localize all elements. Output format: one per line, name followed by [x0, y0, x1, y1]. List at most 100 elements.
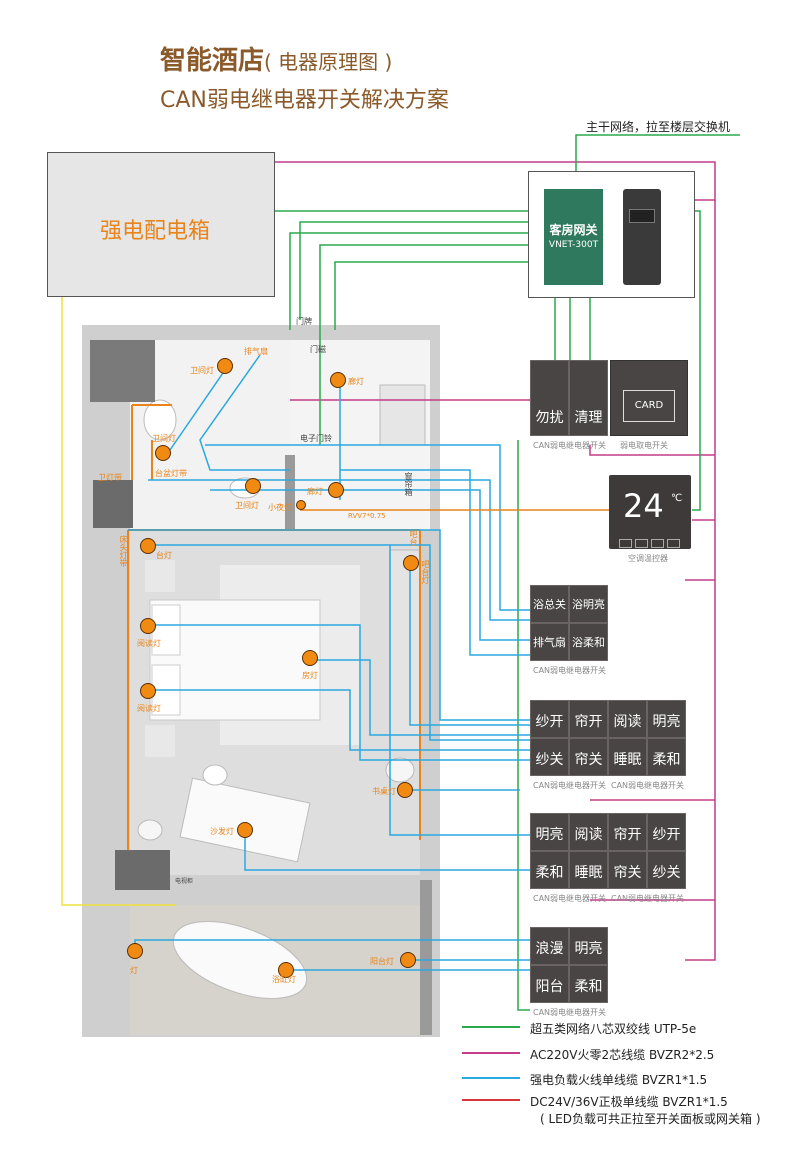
legend-item-1: 超五类网络八芯双绞线 UTP-5e — [530, 1022, 697, 1036]
power-distribution-box: 强电配电箱 — [47, 152, 275, 297]
label-rvv: RVV7*0.75 — [348, 512, 386, 520]
cell-p3-5: 纱关 — [530, 738, 569, 776]
ac-main-trunk — [275, 161, 716, 201]
ac-trunk-down — [685, 200, 716, 961]
power-supply-icon — [623, 189, 661, 285]
label-bed-strip: 床头灯带 — [119, 535, 128, 567]
cell-p5-1: 浪漫 — [530, 927, 569, 965]
light-desk — [397, 782, 413, 798]
cell-p5-3: 阳台 — [530, 965, 569, 1003]
label-toilet-strip: 卫灯带 — [98, 473, 122, 482]
cell-bath-fan: 排气扇 — [530, 623, 569, 661]
load-7 — [340, 469, 530, 656]
load-14 — [389, 545, 530, 836]
thermo-temp: 24 — [623, 487, 664, 525]
light-balcony — [400, 952, 416, 968]
light-toilet-2 — [245, 478, 261, 494]
label-wash-strip: 台盆灯带 — [155, 469, 187, 478]
load-12 — [310, 659, 530, 736]
sofa — [179, 777, 311, 863]
legend-item-3: 强电负载火线单线缆 BVZR1*1.5 — [530, 1073, 708, 1087]
light-read-1 — [140, 618, 156, 634]
title-sub: ( 电器原理图 ) — [264, 50, 393, 74]
label-room: 房灯 — [302, 671, 318, 680]
basin — [143, 399, 177, 441]
label-read-2: 阅读灯 — [137, 704, 161, 713]
net-gw-to-box3 — [319, 244, 544, 445]
cell-p4-1: 明亮 — [530, 813, 569, 851]
light-night — [296, 500, 306, 510]
net-gw-to-box5 — [289, 232, 544, 330]
thermostat: 24 ℃ — [609, 475, 691, 549]
nightstand — [145, 560, 175, 592]
cell-clean: 清理 — [569, 360, 608, 436]
label-toilet-2: 卫间灯 — [152, 434, 176, 443]
gateway-model: VNET-300T — [548, 240, 599, 250]
label-bathtub: 浴缸灯 — [272, 975, 296, 984]
caption-p1-right: 弱电取电开关 — [620, 441, 668, 450]
load-2 — [199, 354, 290, 471]
floor-plan — [82, 325, 440, 1037]
cell-dnd: 勿扰 — [530, 360, 569, 436]
card-slot: CARD — [623, 390, 675, 422]
load-11 — [148, 689, 530, 751]
page-title: 智能酒店( 电器原理图 ) — [160, 40, 392, 77]
load-wires — [128, 354, 530, 971]
light-read-2 — [140, 683, 156, 699]
light-room — [302, 650, 318, 666]
cell-p3-6: 帘关 — [569, 738, 608, 776]
cell-p3-4: 明亮 — [647, 700, 686, 738]
ac-wires — [275, 161, 716, 961]
cell-p3-1: 纱开 — [530, 700, 569, 738]
caption-p4-right: CAN弱电继电器开关 — [611, 894, 685, 903]
entry-wall-block — [93, 480, 133, 528]
label-exhaust: 排气扇 — [244, 347, 268, 356]
power-box-label: 强电配电箱 — [100, 219, 211, 244]
caption-thermostat: 空调温控器 — [628, 554, 668, 563]
cell-p4-3: 帘开 — [608, 813, 647, 851]
light-sofa — [237, 822, 253, 838]
label-corridor-2: 廊灯 — [307, 487, 323, 496]
light-toilet-1 — [217, 358, 233, 374]
light-bar — [403, 555, 419, 571]
cell-p4-4: 纱开 — [647, 813, 686, 851]
label-desk: 书桌灯 — [372, 787, 396, 796]
load-15 — [244, 830, 530, 871]
ac-branch-p1 — [589, 445, 715, 456]
legend-item-4: DC24V/36V正极单线缆 BVZR1*1.5 — [530, 1095, 728, 1109]
caption-p3-left: CAN弱电继电器开关 — [533, 781, 607, 790]
cell-p5-4: 柔和 — [569, 965, 608, 1003]
label-curtain-box: 窗帘箱 — [404, 472, 413, 496]
caption-p4-left: CAN弱电继电器开关 — [533, 894, 607, 903]
caption-p1-left: CAN弱电继电器开关 — [533, 441, 607, 450]
load-5 — [148, 479, 530, 621]
light-corridor-1 — [330, 372, 346, 388]
bathtub — [172, 921, 308, 999]
cell-bath-all-off: 浴总关 — [530, 585, 569, 623]
cell-p4-6: 睡眠 — [569, 851, 608, 889]
label-night: 小夜灯 — [268, 503, 292, 512]
label-read-1: 阅读灯 — [137, 639, 161, 648]
light-corridor-2 — [328, 482, 344, 498]
label-doorbell: 电子门铃 — [300, 434, 332, 443]
yellow-wire — [61, 297, 175, 906]
cell-p4-5: 柔和 — [530, 851, 569, 889]
label-toilet-1: 卫间灯 — [190, 366, 214, 375]
cell-p4-7: 帘关 — [608, 851, 647, 889]
load-9 — [150, 544, 530, 741]
legend-item-2: AC220V火零2芯线缆 BVZR2*2.5 — [530, 1048, 715, 1062]
duct-box — [90, 340, 155, 402]
load-4 — [205, 444, 530, 611]
net-gw-to-box4 — [334, 261, 544, 330]
balcony-chair — [137, 819, 163, 841]
pillow — [151, 604, 181, 656]
cell-p3-8: 柔和 — [647, 738, 686, 776]
label-bar-2: 吧台 — [409, 530, 418, 546]
cell-p4-8: 纱关 — [647, 851, 686, 889]
load-10 — [148, 624, 530, 761]
page-subtitle: CAN弱电继电器开关解决方案 — [160, 88, 449, 113]
light-bed-strip — [140, 538, 156, 554]
load-8 — [128, 529, 530, 721]
